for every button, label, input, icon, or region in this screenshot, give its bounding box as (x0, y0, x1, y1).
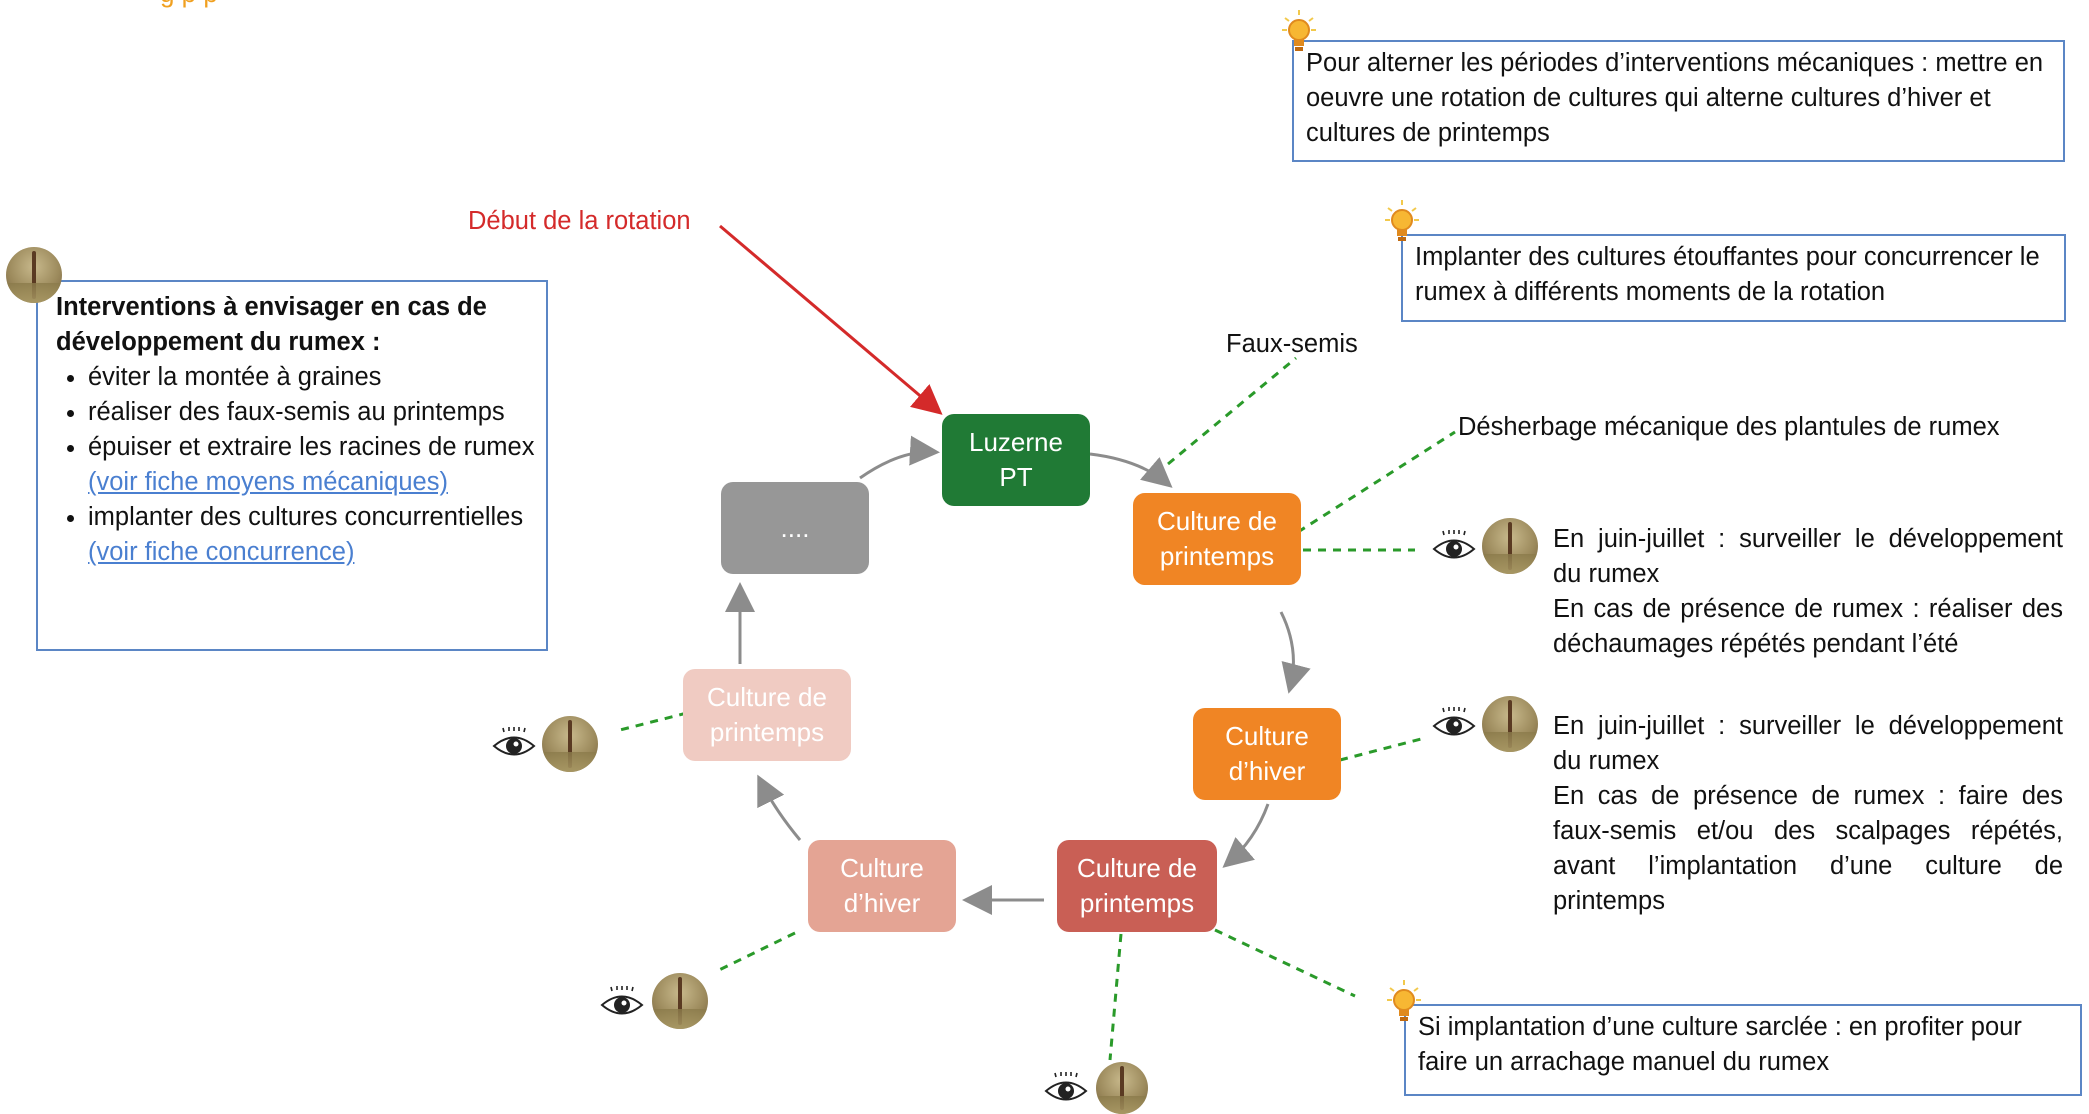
node-culture-printemps-2: Culture de printemps (1057, 840, 1217, 932)
eye-icon (1044, 1072, 1088, 1101)
interventions-title: Interventions à envisager en cas de déve… (56, 293, 487, 356)
dash-hiver-eye (1339, 736, 1426, 762)
dash-faux-semis (1167, 356, 1297, 466)
note-line: En cas de présence de rumex : réaliser d… (1553, 595, 2063, 658)
dash-printemps3-eye (619, 711, 688, 732)
list-item: réaliser des faux-semis au printemps (88, 395, 536, 430)
rumex-photo (542, 716, 598, 772)
link-fiche-moyens-mecaniques[interactable]: (voir fiche moyens mécaniques) (88, 468, 448, 496)
tip-culture-sarclee: Si implantation d’une culture sarclée : … (1404, 1004, 2082, 1096)
node-label-line1: Luzerne (969, 427, 1063, 457)
lightbulb-icon (1385, 200, 1419, 241)
rotation-arrow-printemps-hiver (1279, 611, 1311, 694)
notes-printemps: En juin-juillet : surveiller le développ… (1553, 522, 2063, 662)
note-line: En juin-juillet : surveiller le développ… (1553, 712, 2063, 775)
rumex-photo (652, 973, 708, 1029)
rumex-photo (1482, 696, 1538, 752)
node-label-line1: Culture de (707, 682, 827, 712)
node-label-line1: Culture de (1077, 853, 1197, 883)
lightbulb-icon (1387, 980, 1421, 1021)
header-partial-text: g p p (160, 0, 218, 9)
tip-sarclee-text: Si implantation d’une culture sarclée : … (1418, 1013, 2022, 1076)
note-line: En juin-juillet : surveiller le développ… (1553, 525, 2063, 588)
rotation-arrow-hiver2-printemps3 (757, 774, 802, 841)
node-label-line2: printemps (1159, 541, 1275, 571)
rotation-arrow-hiver-printemps2 (1222, 803, 1270, 868)
node-culture-hiver-2: Culture d’hiver (808, 840, 956, 932)
note-line: En cas de présence de rumex : faire des … (1553, 782, 2063, 915)
eye-icon (492, 727, 536, 756)
list-item-text: réaliser des faux-semis au printemps (88, 398, 505, 426)
dash-hiver2-eye (714, 931, 796, 974)
node-culture-hiver-1: Culture d’hiver (1193, 708, 1341, 800)
list-item-text: épuiser et extraire les racines de rumex (88, 433, 535, 461)
interventions-box: Interventions à envisager en cas de déve… (36, 280, 548, 651)
node-label-line2: PT (999, 462, 1033, 492)
list-item: épuiser et extraire les racines de rumex… (88, 430, 536, 500)
eye-icon (600, 986, 644, 1015)
node-label-line2: d’hiver (843, 888, 921, 918)
list-item-text: implanter des cultures concurrentielles (88, 503, 524, 531)
dash-printemps2-sarclee (1214, 928, 1356, 998)
rotation-arrow-ellipsis-luzerne (859, 435, 940, 480)
list-item: éviter la montée à graines (88, 360, 536, 395)
node-label-line1: Culture (1225, 721, 1309, 751)
node-label-line2: d’hiver (1228, 756, 1306, 786)
dash-printemps2-eye (1108, 933, 1123, 1061)
interventions-list: éviter la montée à graines réaliser des … (56, 360, 536, 570)
tip-alterner-text: Pour alterner les périodes d’interventio… (1306, 49, 2044, 147)
eye-icon (1432, 707, 1476, 736)
node-culture-printemps-1: Culture de printemps (1133, 493, 1301, 585)
node-label-line2: printemps (1079, 888, 1195, 918)
lightbulb-icon (1282, 10, 1316, 51)
node-label: .... (780, 512, 810, 543)
eye-icon (1432, 530, 1476, 559)
tip-cultures-etouffantes: Implanter des cultures étouffantes pour … (1401, 234, 2066, 322)
node-label-line1: Culture (840, 853, 924, 883)
label-faux-semis: Faux-semis (1226, 330, 1358, 358)
list-item: implanter des cultures concurrentielles … (88, 500, 536, 570)
rumex-photo (6, 247, 62, 303)
rotation-arrow-luzerne-printemps (1089, 452, 1173, 488)
label-desherbage: Désherbage mécanique des plantules de ru… (1458, 413, 2000, 441)
tip-etouffantes-text: Implanter des cultures étouffantes pour … (1415, 243, 2040, 306)
notes-hiver: En juin-juillet : surveiller le développ… (1553, 709, 2063, 919)
link-fiche-concurrence[interactable]: (voir fiche concurrence) (88, 538, 355, 566)
dash-desherbage (1297, 430, 1456, 534)
list-item-text: éviter la montée à graines (88, 363, 382, 391)
start-arrow (719, 224, 943, 415)
node-label-line1: Culture de (1157, 506, 1277, 536)
node-culture-printemps-3: Culture de printemps (683, 669, 851, 761)
start-label: Début de la rotation (468, 207, 691, 235)
rumex-photo (1096, 1062, 1148, 1114)
rumex-photo (1482, 518, 1538, 574)
node-ellipsis: .... (721, 482, 869, 574)
tip-alterner-cultures: Pour alterner les périodes d’interventio… (1292, 40, 2065, 162)
node-label-line2: printemps (709, 717, 825, 747)
